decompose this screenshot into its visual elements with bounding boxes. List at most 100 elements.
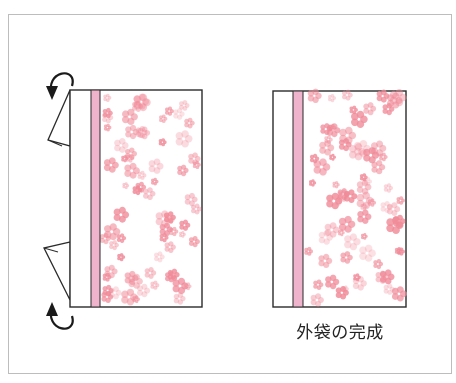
blossom-icon [353, 140, 371, 158]
blossom-icon [351, 110, 368, 128]
blossom-icon [121, 155, 129, 163]
blossom-icon [367, 198, 377, 207]
blossom-icon [383, 283, 395, 295]
blossom-icon [191, 203, 202, 215]
blossom-icon [144, 267, 157, 279]
blossom-icon [328, 94, 337, 103]
blossom-icon [396, 196, 405, 205]
blossom-icon [137, 126, 151, 140]
blossom-icon [172, 277, 189, 295]
blossom-icon [357, 209, 372, 224]
blossom-icon [108, 286, 122, 300]
blossom-icon [103, 123, 112, 132]
blossom-icon [373, 259, 384, 270]
blossom-icon [150, 280, 160, 290]
blossom-icon [179, 219, 191, 231]
blossom-icon [329, 153, 336, 161]
blossom-icon [310, 293, 324, 307]
blossom-icon [356, 179, 372, 195]
blossom-icon [318, 253, 333, 268]
blossom-icon [103, 93, 112, 102]
blossom-icon [116, 233, 127, 243]
blossom-icon [188, 236, 200, 248]
blossom-icon [353, 273, 361, 282]
blossom-icon [128, 273, 143, 289]
blossom-icon [109, 240, 119, 251]
blossom-icon [177, 164, 189, 177]
blossom-icon [371, 160, 386, 175]
blossom-icon [363, 102, 377, 116]
blossom-icon [326, 192, 343, 210]
blossom-icon [335, 286, 349, 300]
blossom-icon [356, 191, 374, 210]
blossom-icon [124, 162, 140, 179]
blossom-icon [104, 223, 121, 241]
blossom-icon [340, 251, 353, 264]
blossom-icon [325, 274, 340, 290]
blossom-icon [309, 153, 320, 164]
cherry-blossom-pattern [99, 93, 202, 306]
blossom-icon [387, 92, 403, 109]
blossom-icon [122, 182, 130, 190]
blossom-icon [114, 138, 129, 153]
blossom-icon [164, 241, 176, 253]
blossom-icon [169, 226, 179, 237]
blossom-icon [132, 295, 140, 304]
blossom-icon [380, 201, 393, 213]
blossom-icon [335, 199, 342, 206]
blossom-icon [376, 89, 390, 103]
blossom-icon [122, 108, 138, 125]
blossom-icon [386, 216, 404, 235]
blossom-icon [318, 230, 333, 245]
blossom-icon [359, 173, 368, 182]
blossom-icon [124, 270, 139, 285]
blossom-icon [165, 106, 174, 116]
blossom-icon [391, 286, 407, 302]
blossom-icon [382, 103, 395, 116]
blossom-icon [133, 93, 149, 110]
blossom-icon [101, 290, 114, 303]
blossom-icon [328, 123, 336, 132]
blossom-icon [154, 251, 165, 263]
blossom-icon [360, 203, 368, 211]
top-fold-flap [47, 89, 71, 147]
left-pink-stripe [90, 89, 101, 308]
blossom-icon [307, 88, 322, 104]
right-envelope-panel [272, 88, 407, 308]
blossom-icon [304, 246, 313, 256]
right-pink-stripe [292, 90, 304, 308]
blossom-icon [332, 181, 340, 189]
blossom-icon [192, 160, 201, 169]
blossom-icon [361, 233, 368, 240]
blossom-icon [342, 285, 349, 293]
blossom-icon [173, 292, 186, 305]
blossom-icon [344, 189, 358, 203]
blossom-icon [148, 158, 164, 174]
blossom-icon [121, 288, 138, 306]
blossom-icon [375, 270, 389, 284]
blossom-icon [104, 264, 118, 279]
blossom-icon [103, 157, 119, 173]
blossom-icon [102, 107, 113, 119]
blossom-icon [132, 100, 144, 112]
bottom-fold-flap [43, 241, 71, 301]
completion-caption: 外袋の完成 [296, 323, 384, 343]
blossom-icon [159, 114, 168, 123]
blossom-icon [175, 130, 193, 148]
blossom-icon [184, 192, 198, 207]
blossom-icon [125, 124, 139, 140]
blossom-icon [338, 215, 356, 233]
blossom-icon [132, 185, 143, 196]
blossom-icon [113, 206, 130, 223]
blossom-icon [133, 93, 151, 112]
blossom-icon [163, 211, 176, 224]
blossom-icon [324, 222, 340, 238]
blossom-icon [397, 247, 406, 256]
blossom-icon [363, 177, 372, 186]
blossom-icon [313, 279, 324, 291]
blossom-icon [383, 183, 393, 193]
left-envelope-panel [43, 72, 203, 330]
blossom-icon [337, 190, 349, 202]
blossom-icon [151, 177, 159, 186]
